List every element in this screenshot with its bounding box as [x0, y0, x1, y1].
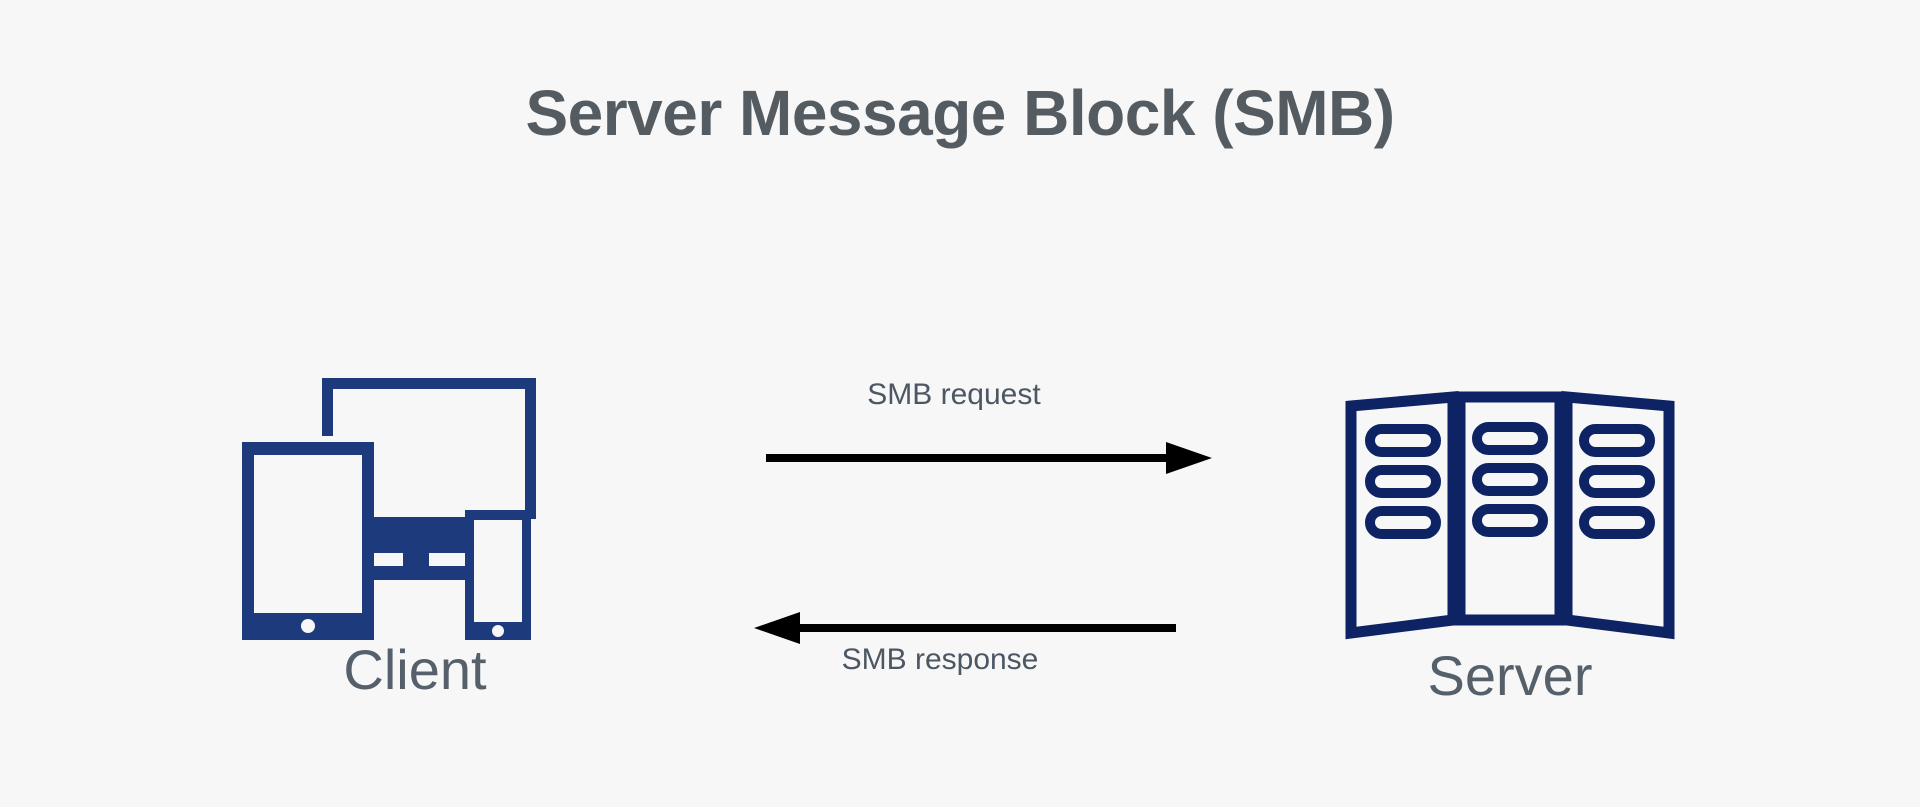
- server-panel-right: [1561, 390, 1675, 640]
- server-slots-right: [1579, 424, 1655, 539]
- server-rack-icon: [1345, 390, 1675, 640]
- server-slots-left: [1365, 424, 1441, 539]
- server-label: Server: [1427, 644, 1593, 707]
- arrow-right-icon: [766, 442, 1212, 474]
- arrow-left-icon: [754, 612, 1176, 644]
- server-slots-center: [1472, 422, 1548, 537]
- server-node: Server: [1345, 370, 1705, 704]
- phone-shape: [465, 510, 531, 640]
- smb-request-label: SMB request: [867, 378, 1041, 411]
- flow-group: SMB request SMB response: [700, 378, 1260, 675]
- smb-response-label: SMB response: [841, 643, 1039, 676]
- page-title: Server Message Block (SMB): [525, 77, 1395, 149]
- server-panel-left: [1345, 390, 1459, 640]
- client-label: Client: [343, 638, 487, 701]
- client-node: Client: [225, 370, 645, 698]
- tablet-shape: [242, 442, 374, 640]
- server-panel-center: [1454, 391, 1566, 626]
- devices-icon: [242, 378, 536, 640]
